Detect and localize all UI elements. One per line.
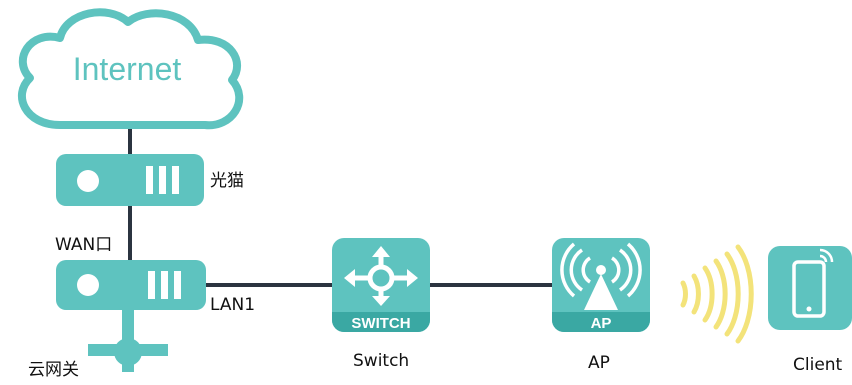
modem-label: 光猫	[210, 171, 244, 191]
access-point-icon: AP	[552, 238, 650, 332]
internet-cloud-icon	[17, 8, 244, 130]
ap-badge: AP	[591, 315, 612, 332]
gateway-icon	[56, 260, 206, 366]
wifi-signal-icon	[680, 244, 754, 344]
internet-label: Internet	[73, 51, 182, 87]
smartphone-icon	[768, 246, 852, 330]
gateway-label: 云网关	[28, 360, 79, 380]
lan-port-label: LAN1	[210, 295, 256, 315]
switch-label: Switch	[353, 351, 410, 371]
wan-port-label: WAN口	[55, 235, 113, 255]
switch-icon: SWITCH	[332, 238, 430, 332]
modem-icon	[56, 154, 204, 206]
ap-label: AP	[588, 353, 610, 373]
switch-badge: SWITCH	[351, 315, 410, 332]
client-label: Client	[793, 355, 843, 375]
